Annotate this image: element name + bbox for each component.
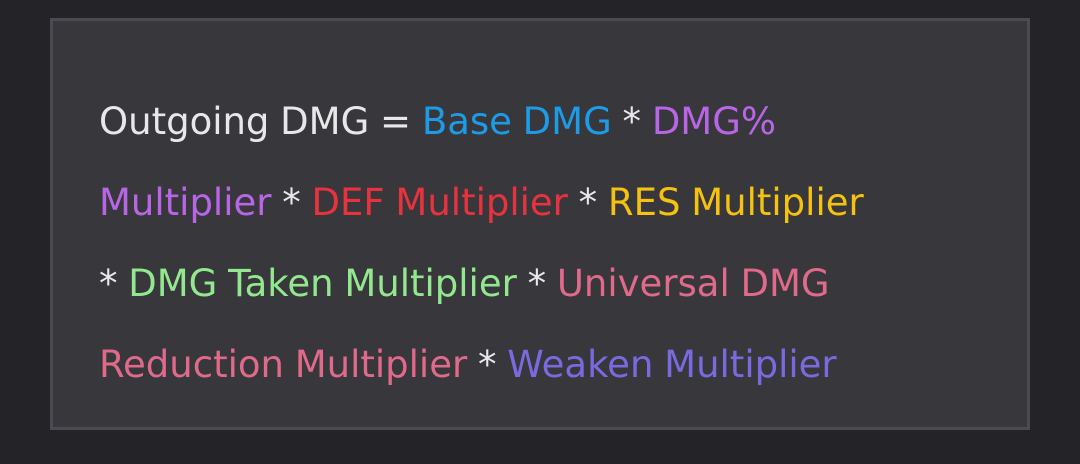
multiply-operator: * [99, 262, 118, 305]
term-dmg-percent-multiplier: DMG% [651, 100, 777, 143]
term-universal-dmg-reduction-multiplier: Universal DMG [556, 262, 830, 305]
term-dmg-percent-multiplier-cont: Multiplier [99, 181, 272, 224]
damage-formula: Outgoing DMG = Base DMG * DMG% Multiplier… [99, 81, 979, 405]
term-universal-dmg-reduction-multiplier-cont: Reduction Multiplier [99, 343, 468, 386]
multiply-operator: * [477, 343, 497, 386]
formula-result: Outgoing DMG [99, 100, 370, 143]
multiply-operator: * [622, 100, 642, 143]
term-def-multiplier: DEF Multiplier [311, 181, 568, 224]
term-base-dmg: Base DMG [421, 100, 612, 143]
term-dmg-taken-multiplier: DMG Taken Multiplier [128, 262, 517, 305]
multiply-operator: * [527, 262, 547, 305]
formula-card: Outgoing DMG = Base DMG * DMG% Multiplier… [50, 18, 1030, 430]
multiply-operator: * [282, 181, 301, 224]
equals-sign: = [380, 100, 412, 143]
term-res-multiplier: RES Multiplier [607, 181, 864, 224]
term-weaken-multiplier: Weaken Multiplier [507, 343, 837, 386]
multiply-operator: * [578, 181, 598, 224]
